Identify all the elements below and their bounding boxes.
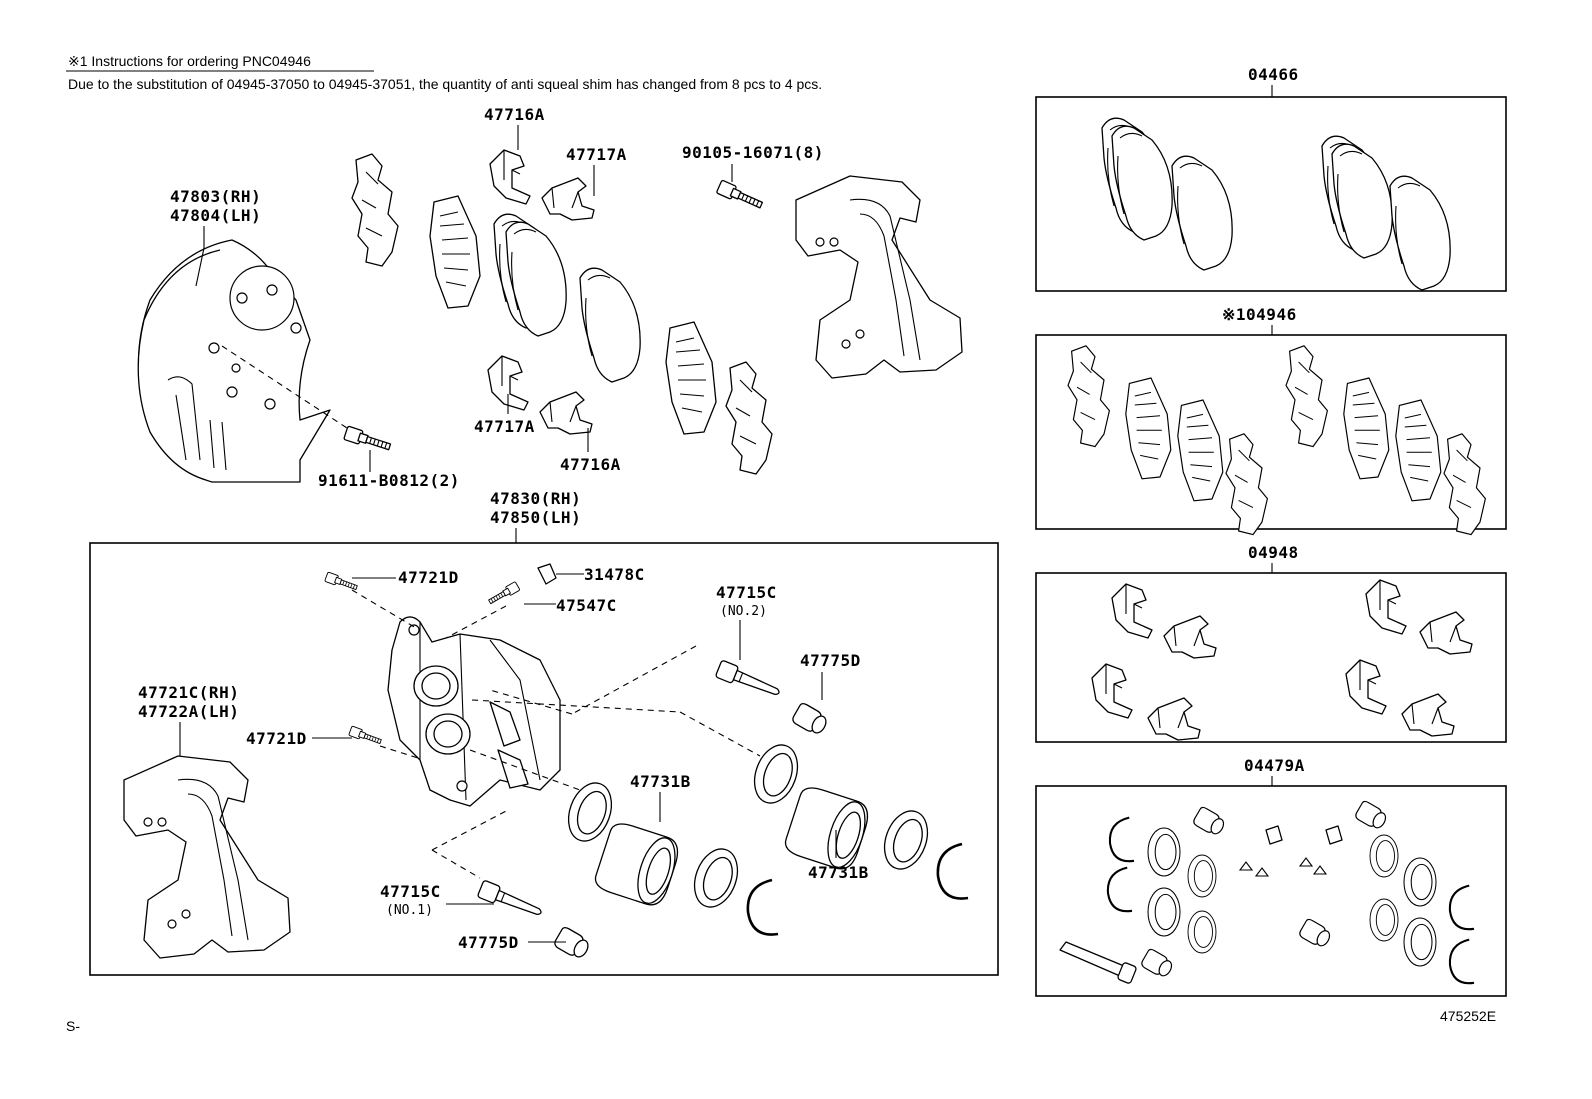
shim-inner-right — [665, 321, 717, 435]
footer-right: 475252E — [1440, 1008, 1496, 1024]
kit-label-04466: 04466 — [1248, 65, 1299, 84]
grease-tube — [1059, 941, 1137, 984]
snap-ring-left — [746, 878, 780, 936]
label-47775D-bottom: 47775D — [458, 933, 519, 952]
label-47850: 47850(LH) — [490, 508, 581, 527]
label-47721C: 47721C(RH) — [138, 683, 239, 702]
piston-47731B-right — [781, 783, 874, 874]
label-47830: 47830(RH) — [490, 489, 581, 508]
label-47717A-top: 47717A — [566, 145, 627, 164]
kit-label-04479A: 04479A — [1244, 756, 1305, 775]
label-47803: 47803(RH) — [170, 187, 261, 206]
brake-pad-right — [579, 267, 641, 383]
bleeder-47547C — [486, 581, 521, 607]
label-47731B-bottom: 47731B — [808, 863, 869, 882]
seal-ring-right — [746, 738, 806, 810]
kit-box-04466 — [1035, 96, 1507, 292]
boot-47775D-bottom — [552, 925, 593, 962]
label-47715C-no2: 47715C — [716, 583, 777, 602]
bolt-90105 — [715, 179, 765, 213]
shim-outer-left — [351, 153, 399, 267]
footer-left: S- — [66, 1018, 80, 1034]
label-47715C-no1: 47715C — [380, 882, 441, 901]
guide-pin-no2 — [714, 659, 783, 702]
caliper-bracket-lower — [123, 755, 291, 959]
caliper-bracket-top — [795, 175, 963, 379]
note-text: Due to the substitution of 04945-37050 t… — [68, 76, 822, 92]
bolt-47721D-top — [324, 571, 359, 593]
snap-ring-right — [936, 842, 970, 900]
clip-47716A-bottom — [539, 391, 593, 435]
caliper-assembly-box — [89, 542, 999, 976]
kit-box-04946 — [1035, 334, 1507, 530]
label-90105: 90105-16071(8) — [682, 143, 824, 162]
dust-shield — [137, 239, 331, 483]
label-47722A: 47722A(LH) — [138, 702, 239, 721]
seal-ring-right-outer — [876, 804, 936, 876]
seal-ring-left-outer — [686, 842, 746, 914]
label-91611: 91611-B0812(2) — [318, 471, 460, 490]
label-31478C: 31478C — [584, 565, 645, 584]
label-47721D-mid: 47721D — [246, 729, 307, 748]
shim-inner-left — [429, 195, 481, 309]
label-47731B-top: 47731B — [630, 772, 691, 791]
cap-31478C — [537, 563, 557, 585]
label-47715C-no1-sub: (NO.1) — [386, 903, 433, 918]
caliper-body — [387, 616, 561, 807]
clip-47716A-top — [489, 149, 531, 205]
boot-47775D-top — [790, 701, 831, 738]
label-47547C: 47547C — [556, 596, 617, 615]
label-47721D-top: 47721D — [398, 568, 459, 587]
piston-47731B-left — [591, 819, 684, 910]
clip-47717A-top — [541, 177, 595, 221]
kit-label-04946: ※104946 — [1222, 305, 1297, 324]
kit-label-04948: 04948 — [1248, 543, 1299, 562]
bolt-47721D-mid — [348, 725, 383, 747]
label-47804: 47804(LH) — [170, 206, 261, 225]
shim-outer-right — [725, 361, 773, 475]
guide-pin-no1 — [476, 879, 545, 922]
label-47716A-bottom: 47716A — [560, 455, 621, 474]
label-47715C-no2-sub: (NO.2) — [720, 604, 767, 619]
label-47717A-bottom: 47717A — [474, 417, 535, 436]
label-47716A-top: 47716A — [484, 105, 545, 124]
kit-box-04479A — [1035, 785, 1507, 997]
label-47775D-top: 47775D — [800, 651, 861, 670]
note-heading: ※1 Instructions for ordering PNC04946 — [68, 53, 311, 69]
kit-box-04948 — [1035, 572, 1507, 743]
